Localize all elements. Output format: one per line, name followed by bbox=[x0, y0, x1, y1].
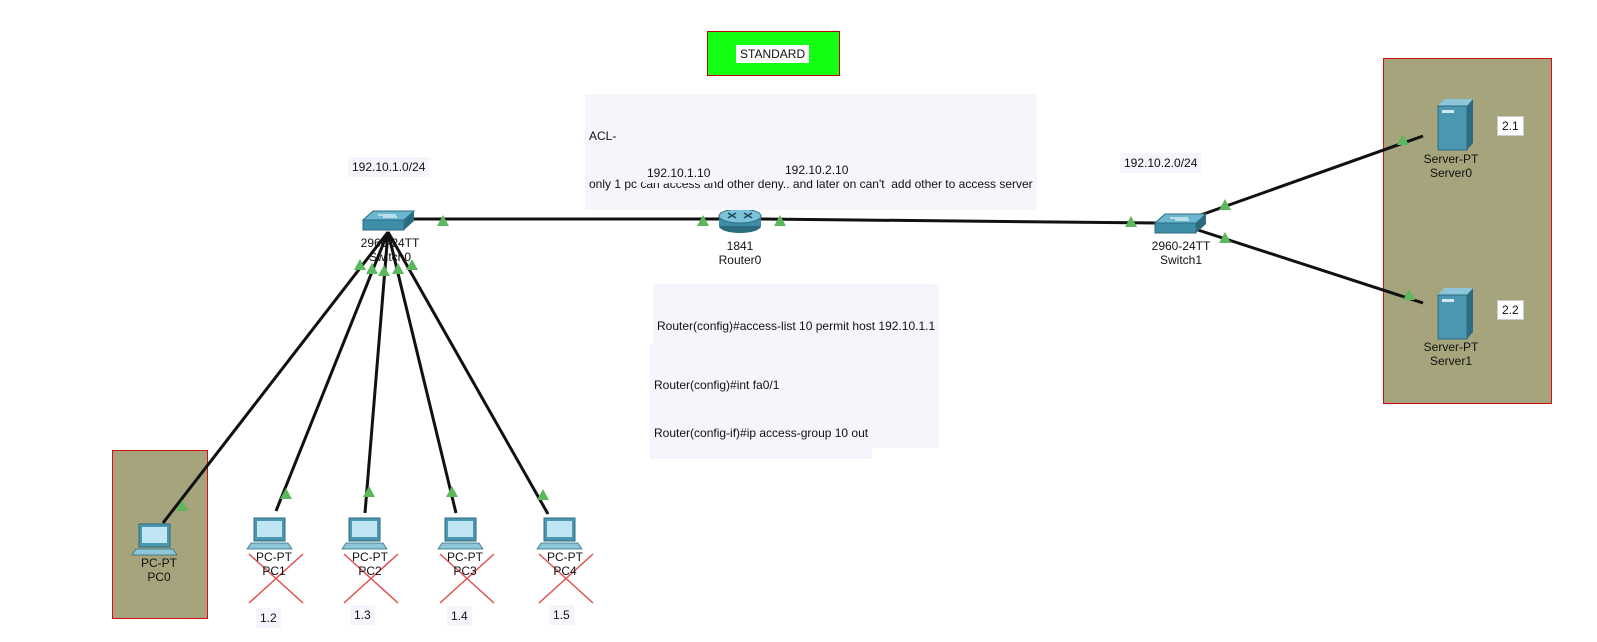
standard-label-box[interactable]: STANDARD bbox=[707, 31, 840, 76]
link-light bbox=[437, 215, 449, 226]
server0-ip-label[interactable]: 2.1 bbox=[1497, 116, 1524, 136]
switch0-name: Switch0 bbox=[368, 250, 412, 264]
pc4-name: PC4 bbox=[553, 564, 577, 578]
acl-note[interactable]: ACL- only 1 pc can access and other deny… bbox=[585, 94, 1037, 210]
pc2-name: PC2 bbox=[358, 564, 382, 578]
link-switch1-server1 bbox=[1197, 228, 1424, 305]
link-light bbox=[1219, 232, 1231, 243]
acl-note-line-2: only 1 pc can access and other deny.. an… bbox=[589, 177, 1033, 191]
pc2-icon bbox=[341, 517, 388, 550]
switch1-label[interactable]: 2960-24TT Switch1 bbox=[1136, 239, 1226, 267]
switch0-model: 2960-24TT bbox=[360, 236, 420, 250]
server0-name: Server0 bbox=[1429, 166, 1473, 180]
config-note-interface[interactable]: Router(config)#int fa0/1 Router(config-i… bbox=[650, 343, 873, 459]
network-right-label[interactable]: 192.10.2.0/24 bbox=[1120, 153, 1202, 173]
link-light bbox=[406, 259, 418, 270]
link-light bbox=[774, 215, 786, 226]
pc0-name: PC0 bbox=[147, 570, 171, 584]
standard-label: STANDARD bbox=[736, 45, 810, 63]
server1-label[interactable]: Server-PT Server1 bbox=[1416, 340, 1486, 368]
link-light bbox=[176, 500, 188, 511]
deny-cross-pc1 bbox=[248, 553, 304, 604]
server0-icon bbox=[1437, 99, 1473, 151]
router0-name: Router0 bbox=[718, 253, 762, 267]
router0-label[interactable]: 1841 Router0 bbox=[705, 239, 775, 267]
config-line-1: Router(config)#access-list 10 permit hos… bbox=[657, 319, 936, 333]
router0-icon bbox=[718, 208, 762, 233]
link-switch0-pc0 bbox=[161, 231, 390, 524]
pc1-ip-label[interactable]: 1.2 bbox=[256, 608, 281, 628]
link-light bbox=[537, 489, 549, 500]
pc0-label[interactable]: PC-PT PC0 bbox=[129, 556, 189, 584]
pc3-icon bbox=[437, 517, 484, 550]
link-router0-switch1 bbox=[757, 217, 1159, 225]
server1-icon bbox=[1437, 288, 1473, 340]
deny-cross-pc2 bbox=[343, 553, 399, 604]
router-if-right-label[interactable]: 192.10.2.10 bbox=[781, 160, 853, 180]
link-switch0-pc1 bbox=[274, 231, 390, 512]
link-switch0-pc3 bbox=[386, 231, 458, 514]
pc1-icon bbox=[246, 517, 293, 550]
pc2-ip-label[interactable]: 1.3 bbox=[350, 605, 375, 625]
switch1-icon bbox=[1153, 213, 1208, 234]
config-line-5: Router(config-if)#ip access-group 10 out bbox=[654, 426, 869, 440]
link-light bbox=[378, 265, 390, 276]
link-lights bbox=[176, 134, 1415, 511]
deny-cross-pc3 bbox=[439, 553, 495, 604]
pc3-model: PC-PT bbox=[447, 550, 483, 564]
switch1-model: 2960-24TT bbox=[1151, 239, 1211, 253]
link-light bbox=[1397, 134, 1409, 145]
server0-label[interactable]: Server-PT Server0 bbox=[1416, 152, 1486, 180]
pc1-label[interactable]: PC-PT PC1 bbox=[244, 550, 304, 578]
acl-note-line-1: ACL- bbox=[589, 129, 617, 143]
network-left-label[interactable]: 192.10.1.0/24 bbox=[348, 157, 430, 177]
link-light bbox=[1219, 199, 1231, 210]
pc2-label[interactable]: PC-PT PC2 bbox=[340, 550, 400, 578]
router-if-left-label[interactable]: 192.10.1.10 bbox=[643, 163, 715, 183]
server1-model: Server-PT bbox=[1423, 340, 1479, 354]
server0-model: Server-PT bbox=[1423, 152, 1479, 166]
pc4-icon bbox=[536, 517, 583, 550]
link-light bbox=[1125, 216, 1137, 227]
server1-name: Server1 bbox=[1429, 354, 1473, 368]
pc3-label[interactable]: PC-PT PC3 bbox=[435, 550, 495, 578]
switch0-label[interactable]: 2960-24TT Switch0 bbox=[345, 236, 435, 264]
pc4-label[interactable]: PC-PT PC4 bbox=[535, 550, 595, 578]
pc0-model: PC-PT bbox=[141, 556, 177, 570]
pc2-model: PC-PT bbox=[352, 550, 388, 564]
link-switch0-pc2 bbox=[363, 231, 390, 514]
links bbox=[161, 134, 1424, 524]
link-light bbox=[363, 486, 375, 497]
server1-ip-label[interactable]: 2.2 bbox=[1497, 300, 1524, 320]
link-switch1-server0 bbox=[1197, 134, 1424, 218]
link-light bbox=[697, 215, 709, 226]
link-light bbox=[1403, 289, 1415, 300]
pc4-model: PC-PT bbox=[547, 550, 583, 564]
pc1-name: PC1 bbox=[262, 564, 286, 578]
link-light bbox=[392, 263, 404, 274]
switch1-name: Switch1 bbox=[1159, 253, 1203, 267]
pc3-name: PC3 bbox=[453, 564, 477, 578]
pc1-model: PC-PT bbox=[256, 550, 292, 564]
switch0-icon bbox=[361, 210, 416, 231]
router0-model: 1841 bbox=[726, 239, 754, 253]
link-light bbox=[354, 259, 366, 270]
config-line-4: Router(config)#int fa0/1 bbox=[654, 378, 780, 392]
deny-cross-pc4 bbox=[538, 553, 594, 604]
deny-crosses bbox=[248, 553, 594, 604]
link-light bbox=[280, 488, 292, 499]
link-light bbox=[446, 486, 458, 497]
pc3-ip-label[interactable]: 1.4 bbox=[447, 606, 472, 626]
pc0-icon bbox=[131, 523, 178, 556]
pc4-ip-label[interactable]: 1.5 bbox=[549, 605, 574, 625]
link-switch0-pc4 bbox=[386, 231, 550, 515]
link-light bbox=[366, 263, 378, 274]
